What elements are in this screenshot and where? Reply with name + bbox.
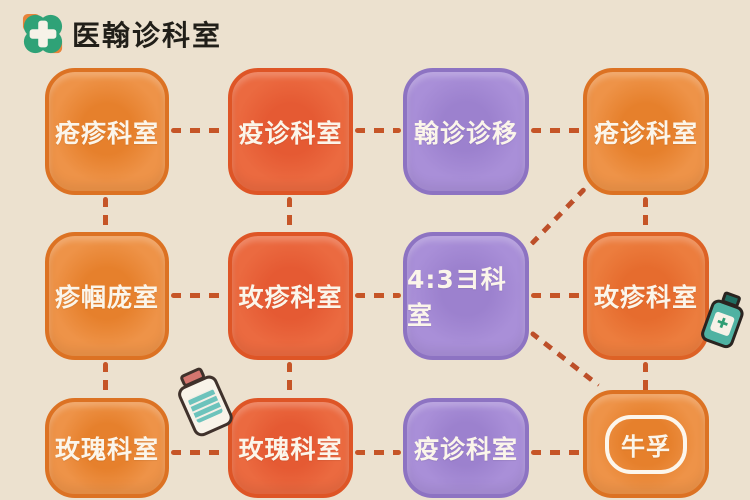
- connector-r2c3-r2c4: [531, 293, 581, 298]
- connector-r1c3-r1c4: [531, 128, 581, 133]
- bottle-label-cross-icon: ✚: [709, 311, 736, 337]
- connector-r1c1-r1c2: [171, 128, 226, 133]
- department-node-r1c3: 翰诊诊移: [403, 68, 529, 195]
- page-title: 医翰诊科室: [72, 19, 223, 52]
- connector-r3c3-r3c4: [531, 450, 581, 455]
- department-node-r2c3: 4:3ヨ科室: [403, 232, 529, 360]
- connector-r3c1-r3c2: [171, 450, 226, 455]
- department-node-r3c3: 疫诊科室: [403, 398, 529, 498]
- header: 医翰诊科室: [22, 13, 222, 55]
- department-node-r3c4: 牛孚: [583, 390, 709, 498]
- department-label: 玫瑰科室: [54, 435, 159, 464]
- connector-diagonal-r1c4-r2c3: [529, 186, 587, 247]
- department-label: 玫瑰科室: [238, 435, 343, 464]
- department-node-r3c2: 玫瑰科室: [228, 398, 353, 498]
- department-label: 玫疹科室: [593, 283, 698, 312]
- department-node-r3c1: 玫瑰科室: [45, 398, 169, 498]
- medical-cross-logo-icon: [22, 13, 63, 54]
- department-label: 疮疹科室: [54, 118, 159, 148]
- department-label: 疮诊科室: [593, 118, 698, 148]
- department-label: 翰诊诊移: [413, 118, 518, 148]
- connector-r2c2-r2c3: [355, 293, 401, 298]
- connector-r2c2-r3c2: [287, 362, 292, 396]
- department-node-r2c1: 疹帼庞室: [45, 232, 169, 360]
- connector-r1c1-r2c1: [103, 197, 108, 230]
- department-node-r2c2: 玫疹科室: [228, 232, 353, 360]
- department-label: 疫诊科室: [238, 118, 343, 148]
- vial-label: [187, 388, 224, 424]
- department-node-r2c4: 玫疹科室: [583, 232, 709, 360]
- connector-r1c2-r2c2: [287, 197, 292, 230]
- connector-r2c1-r3c1: [103, 362, 108, 396]
- connector-r2c4-r3c4: [643, 362, 648, 396]
- department-node-r1c2: 疫诊科室: [228, 68, 353, 195]
- connector-r2c1-r2c2: [171, 293, 226, 298]
- department-label: 玫疹科室: [238, 283, 343, 312]
- speech-bubble: 牛孚: [605, 414, 687, 474]
- department-node-r1c1: 疮疹科室: [45, 68, 169, 195]
- department-label: 牛孚: [621, 432, 671, 461]
- connector-r3c2-r3c3: [355, 450, 401, 455]
- department-label: 疹帼庞室: [54, 283, 159, 312]
- department-label: 疫诊科室: [413, 435, 518, 464]
- connector-r1c4-r2c4: [643, 197, 648, 230]
- department-node-r1c4: 疮诊科室: [583, 68, 709, 195]
- connector-r1c2-r1c3: [355, 128, 401, 133]
- department-label: 4:3ヨ科室: [407, 265, 507, 330]
- bottle-body: ✚: [698, 297, 746, 351]
